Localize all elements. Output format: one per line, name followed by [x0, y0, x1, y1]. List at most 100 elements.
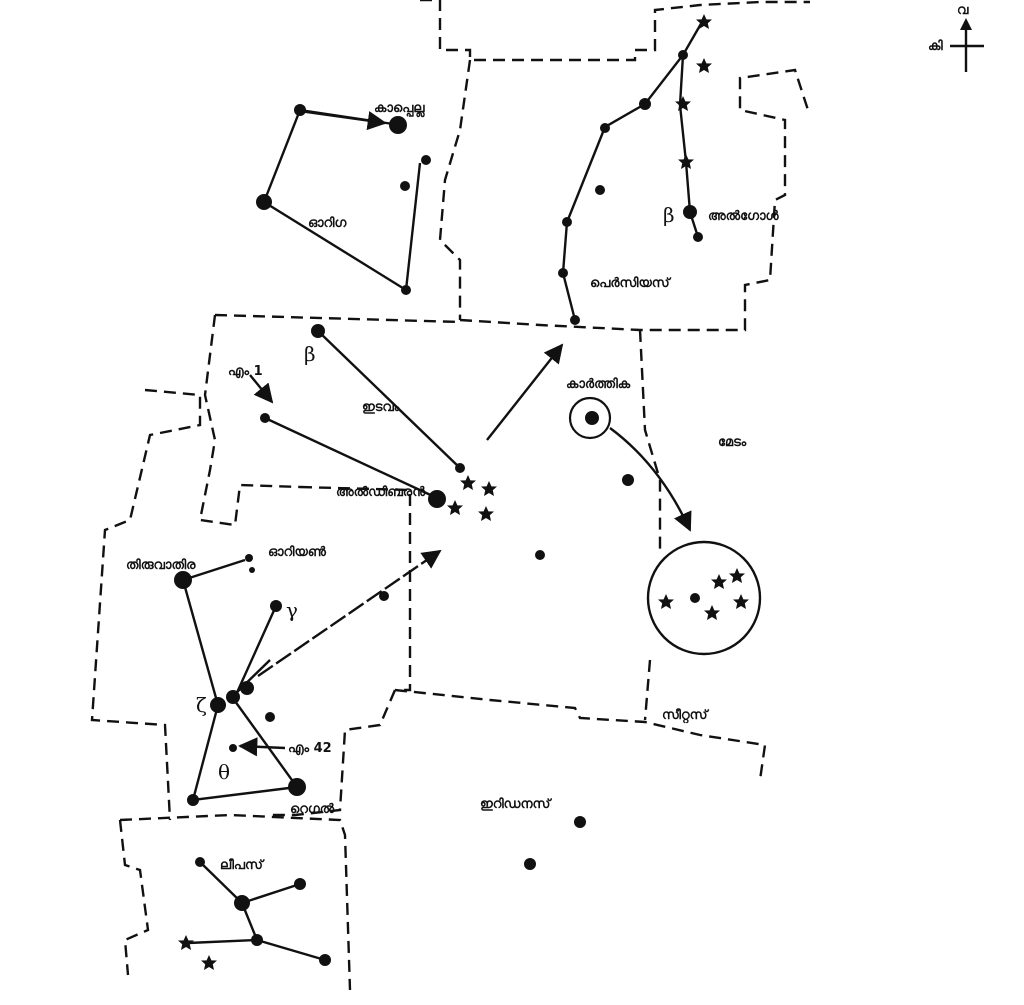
boundary-orion-left — [90, 388, 202, 821]
star-perseus-1 — [678, 50, 688, 60]
star-auriga-1 — [294, 104, 306, 116]
label-orion: ഓറിയണ്‍ — [268, 544, 327, 560]
label-aries: മേടം — [718, 435, 747, 450]
star-perseus-7 — [570, 315, 580, 325]
label-m42: എം 42 — [288, 741, 332, 756]
labels: കാപ്പെല്ല ഓറിഗ അല്‍ഗോള്‍ β പെര്‍സിയസ് β … — [126, 101, 780, 873]
label-zeta-orion: ζ — [196, 693, 207, 717]
hyades-star-3 — [447, 500, 463, 515]
auriga-lines — [262, 108, 422, 292]
boundary-lepus-left — [118, 819, 150, 976]
star-aldebaran — [428, 490, 446, 508]
star-taurus-3 — [622, 474, 634, 486]
arrow-hyades-to-perseus — [486, 343, 564, 441]
boundary-auriga-top — [420, 0, 810, 62]
star-orion-9 — [187, 794, 199, 806]
star-lepus-4 — [251, 934, 263, 946]
star-eridanus-2 — [524, 858, 536, 870]
boundary-taurus-top — [214, 313, 461, 324]
pointer-arrows — [238, 109, 692, 757]
label-gamma-orion: γ — [286, 598, 298, 622]
pleiades-star-4 — [733, 594, 749, 609]
star-orion-3 — [249, 567, 255, 573]
star-rigel — [288, 778, 306, 796]
star-perseus-5 — [562, 217, 572, 227]
arrow-orion-belt-to-aldebaran — [257, 549, 442, 677]
label-perseus: പെര്‍സിയസ് — [590, 275, 671, 291]
label-lepus: ലീപസ് — [220, 857, 265, 873]
boundary-orion-taurus — [299, 485, 412, 692]
orion-lines — [181, 558, 300, 802]
label-auriga: ഓറിഗ — [308, 215, 347, 231]
pleiades-star-5 — [704, 605, 720, 620]
hyades-star-4 — [478, 506, 494, 521]
compass: വ കി — [928, 3, 984, 72]
star-lepus-5 — [319, 954, 331, 966]
boundary-taurus-left — [198, 314, 301, 527]
compass-east-label: കി — [928, 38, 943, 54]
star-orion-belt-3 — [240, 681, 254, 695]
label-cetus: സീറ്റസ് — [662, 707, 709, 723]
star-hyades-1 — [455, 463, 465, 473]
arrow-m42-pointer — [238, 737, 286, 757]
label-pleiades: കാര്‍ത്തിക — [566, 376, 631, 392]
star-lepus-2 — [234, 895, 250, 911]
constellation-lines — [181, 21, 704, 962]
taurus-lines — [264, 330, 461, 500]
label-m1: എം 1 — [228, 364, 263, 379]
arrow-pleiades-zoom — [609, 427, 692, 532]
arrow-capella-pointer — [299, 109, 387, 131]
star-m42 — [229, 744, 237, 752]
star-orion-2 — [245, 554, 253, 562]
pleiades-star-2 — [729, 568, 745, 583]
star-auriga-4 — [400, 181, 410, 191]
star-taurus-5 — [379, 591, 389, 601]
pleiades — [568, 396, 762, 656]
label-aldebaran: അല്‍ഡിബരന്‍ — [336, 484, 426, 500]
star-auriga-6 — [401, 285, 411, 295]
star-perseus-8 — [693, 232, 703, 242]
star-m1 — [260, 413, 270, 423]
star-capella — [389, 116, 407, 134]
compass-north-label: വ — [957, 3, 969, 18]
star-perseus-6 — [558, 268, 568, 278]
label-eridanus: ഇറിഡനസ് — [480, 796, 552, 812]
star-beta-tauri — [311, 324, 325, 338]
compass-arrow-icon — [960, 18, 972, 30]
star-lepus-1 — [195, 857, 205, 867]
perseus-star-3 — [675, 96, 691, 111]
pleiades-zoom-circle — [646, 540, 762, 656]
star-gamma-orionis — [270, 600, 282, 612]
star-perseus-2 — [639, 98, 651, 110]
boundary-lepus — [119, 813, 352, 991]
boundary-taurus-aries — [638, 329, 662, 550]
star-orion-belt-2 — [226, 690, 240, 704]
perseus-star-2 — [696, 58, 712, 73]
label-betelgeuse: തിരുവാതിര — [126, 557, 196, 573]
arrow-m1-pointer — [249, 374, 274, 404]
label-theta-orion: θ — [218, 760, 230, 784]
pleiades-small-cluster — [585, 411, 599, 425]
lepus-star-1 — [178, 935, 194, 950]
label-beta-taurus: β — [304, 342, 316, 366]
label-beta-perseus: β — [663, 203, 675, 227]
star-orion-6 — [265, 712, 275, 722]
star-auriga-5 — [256, 194, 272, 210]
label-rigel: റെഗല്‍ — [290, 802, 335, 817]
star-orion-belt-1 — [210, 697, 226, 713]
constellation-boundaries — [90, 0, 810, 991]
label-taurus: ഇടവം — [362, 400, 400, 415]
star-perseus-3 — [600, 123, 610, 133]
star-algol — [683, 205, 697, 219]
boundary-aries-cetus — [643, 659, 652, 721]
star-dots — [174, 50, 703, 966]
star-symbols — [178, 14, 712, 970]
boundary-auriga-perseus — [438, 59, 472, 320]
star-taurus-4 — [535, 550, 545, 560]
label-capella: കാപ്പെല്ല — [374, 101, 425, 119]
pleiades-star-3 — [658, 594, 674, 609]
boundary-eridanus-top — [394, 688, 767, 781]
pleiades-star-dot — [690, 593, 700, 603]
star-betelgeuse — [174, 571, 192, 589]
